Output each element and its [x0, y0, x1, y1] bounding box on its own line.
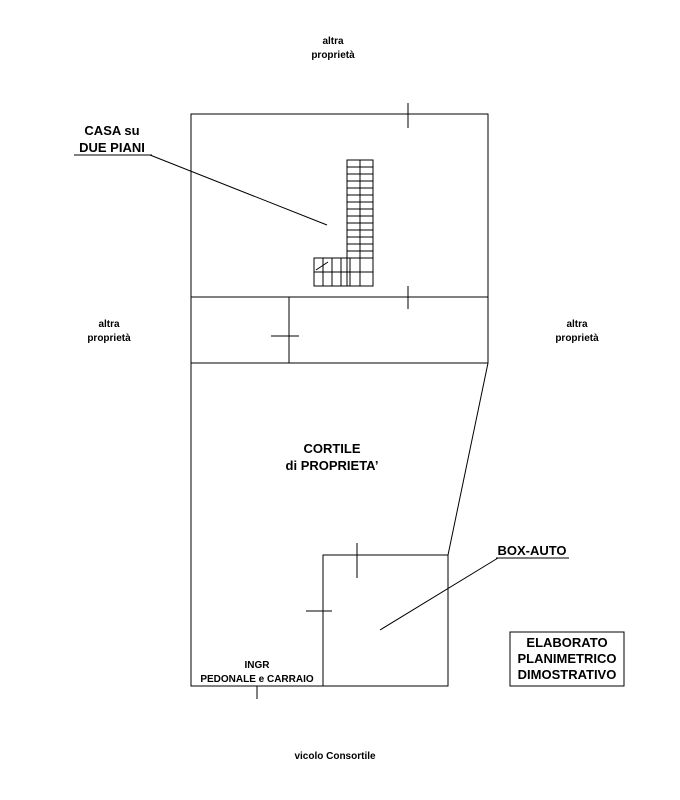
- title-box: [509, 631, 625, 687]
- house-label-line2: DUE PIANI: [79, 140, 145, 155]
- courtyard-outline: [190, 362, 489, 687]
- staircase-symbol: [313, 159, 374, 287]
- title-line1: ELABORATO: [526, 635, 607, 650]
- garage-outline: [322, 554, 449, 687]
- right-neighbor-label-line1: altra: [566, 319, 588, 330]
- garage-label: BOX-AUTO: [497, 543, 566, 558]
- left-neighbor-label-line1: altra: [98, 319, 120, 330]
- top-neighbor-label-line1: altra: [322, 36, 344, 47]
- left-neighbor-label-line2: proprietà: [87, 333, 131, 344]
- house-label-line1: CASA su: [84, 123, 139, 138]
- middle-strip-outline: [190, 296, 489, 364]
- street-label: vicolo Consortile: [294, 751, 376, 762]
- house-outline: [190, 113, 489, 298]
- house-leader-line: [149, 154, 328, 226]
- courtyard-label-line2: di PROPRIETA’: [286, 458, 379, 473]
- entrance-label-line1: INGR: [245, 660, 271, 671]
- entrance-label-line2: PEDONALE e CARRAIO: [200, 674, 314, 685]
- title-line3: DIMOSTRATIVO: [518, 667, 617, 682]
- garage-leader-line: [379, 557, 499, 631]
- top-neighbor-label-line2: proprietà: [311, 50, 355, 61]
- title-line2: PLANIMETRICO: [518, 651, 617, 666]
- courtyard-label-line1: CORTILE: [303, 441, 360, 456]
- right-neighbor-label-line2: proprietà: [555, 333, 599, 344]
